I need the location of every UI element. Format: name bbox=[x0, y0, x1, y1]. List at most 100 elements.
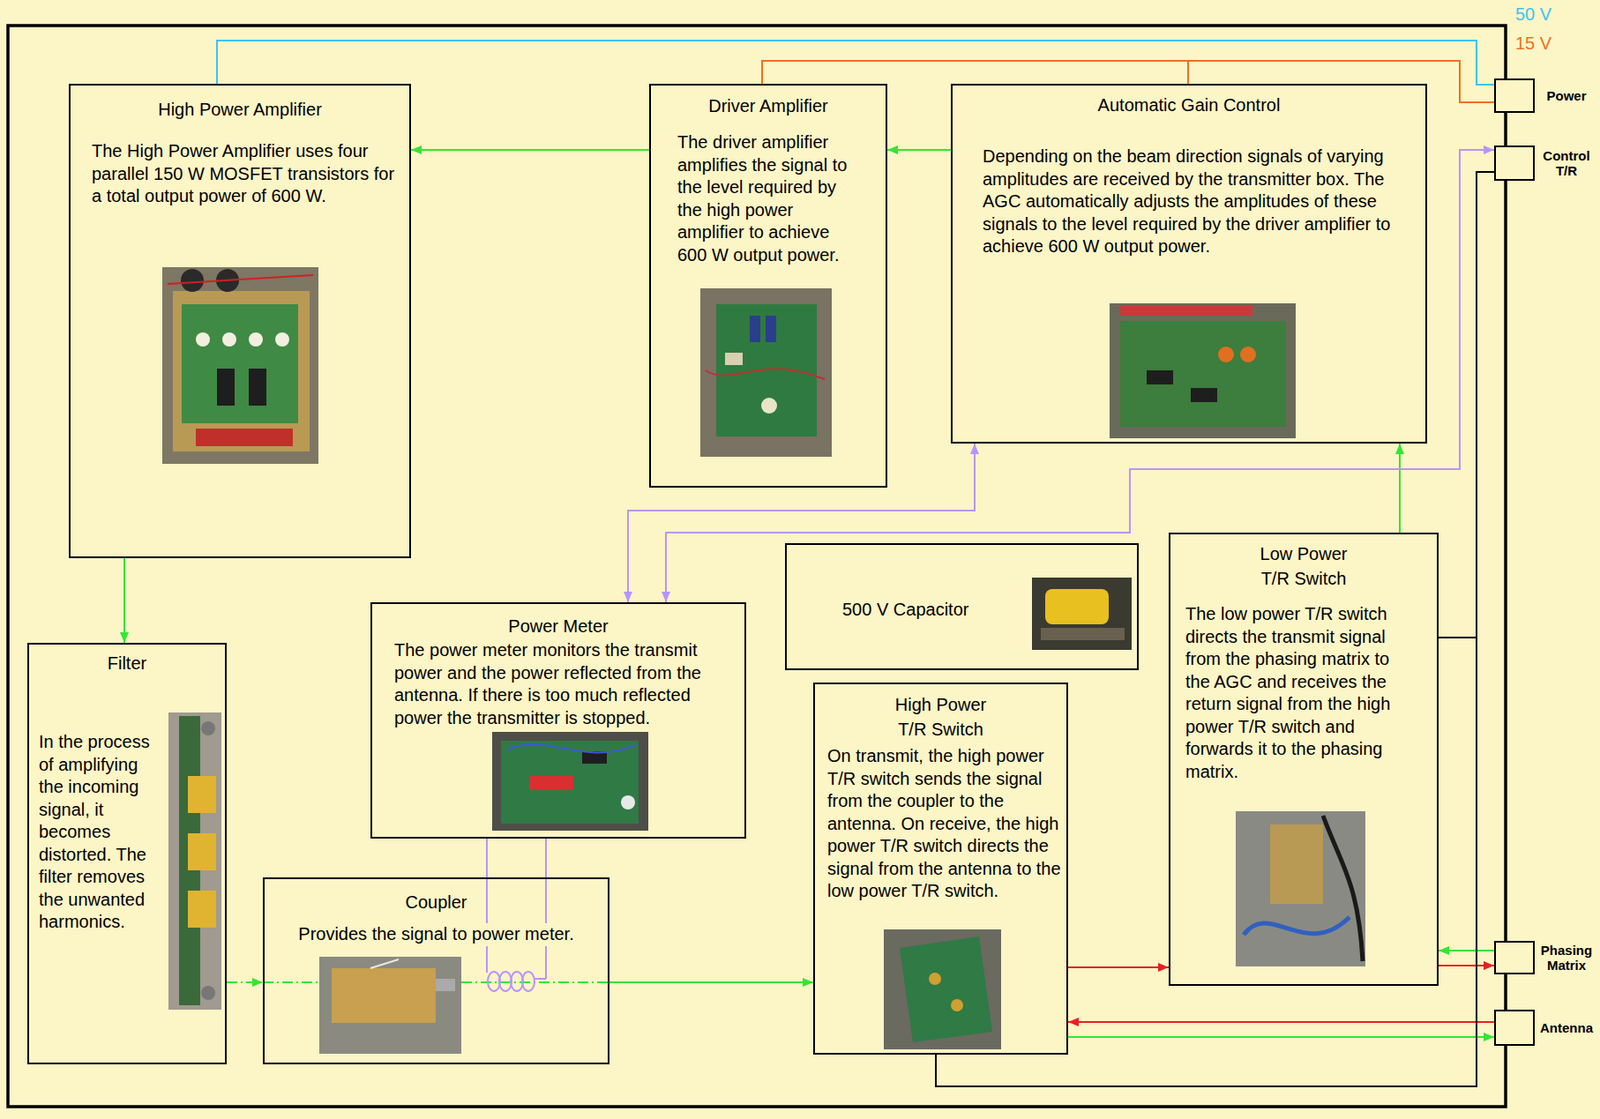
port-label: Phasing Matrix bbox=[1538, 942, 1595, 973]
lp-switch-photo bbox=[1235, 811, 1366, 967]
circuit-board bbox=[1120, 321, 1286, 427]
signal-path bbox=[262, 981, 320, 984]
coil bbox=[187, 776, 217, 814]
circuit-board bbox=[899, 936, 993, 1043]
component bbox=[928, 972, 942, 986]
circuit-board bbox=[181, 304, 299, 424]
signal-connector bbox=[609, 981, 814, 984]
signal-connector bbox=[485, 838, 488, 878]
connector-port: Control T/R bbox=[1494, 145, 1535, 181]
capacitor bbox=[765, 315, 777, 343]
module-title: Driver Amplifier bbox=[650, 95, 886, 119]
pickup-coil bbox=[487, 971, 501, 992]
connector bbox=[201, 721, 216, 736]
signal-connector bbox=[1438, 171, 1495, 638]
coil bbox=[187, 890, 217, 928]
port-label: Control T/R bbox=[1538, 148, 1595, 179]
heatsink-label bbox=[195, 428, 293, 447]
module-title: Coupler bbox=[264, 891, 608, 915]
pickup-coil bbox=[499, 971, 512, 992]
connector-port: Antenna bbox=[1494, 1009, 1535, 1047]
photo-ground bbox=[700, 288, 832, 457]
component bbox=[725, 352, 743, 366]
component-label: 500 V Capacitor bbox=[842, 598, 969, 622]
module-title: High Power Amplifier bbox=[70, 98, 410, 122]
connector bbox=[201, 986, 216, 1001]
module-box: CouplerProvides the signal to power mete… bbox=[262, 877, 610, 1065]
signal-connector bbox=[226, 981, 263, 984]
wire bbox=[507, 744, 636, 753]
signal-connector bbox=[628, 443, 975, 603]
power-meter-photo bbox=[492, 732, 649, 831]
signal-connector bbox=[1068, 1036, 1495, 1039]
voltage-label: 15 V bbox=[1515, 32, 1552, 54]
chip bbox=[1190, 388, 1218, 403]
pickup-wire bbox=[534, 978, 546, 980]
pickup-wire bbox=[545, 838, 547, 980]
wire bbox=[705, 368, 825, 380]
photo-ground bbox=[1109, 303, 1296, 439]
transformer bbox=[248, 368, 267, 406]
terminal-strip bbox=[1040, 628, 1125, 641]
capacitor bbox=[180, 269, 204, 292]
connector-row bbox=[1120, 305, 1253, 316]
component bbox=[950, 999, 964, 1012]
signal-connector bbox=[411, 149, 650, 151]
signal-connector bbox=[123, 558, 126, 643]
module-description: The low power T/R switch directs the tra… bbox=[1185, 603, 1417, 784]
signal-connector bbox=[935, 171, 1495, 1087]
module-title: High Power T/R Switch bbox=[885, 692, 996, 742]
signal-path bbox=[461, 981, 610, 984]
signal-connector bbox=[1438, 964, 1495, 967]
chip bbox=[1146, 370, 1174, 385]
module-title: Filter bbox=[29, 652, 225, 676]
module-title: Power Meter bbox=[372, 615, 745, 639]
module-description: Depending on the beam direction signals … bbox=[982, 145, 1398, 259]
module-box: Driver AmplifierThe driver amplifier amp… bbox=[649, 83, 888, 488]
signal-connector bbox=[1438, 949, 1495, 952]
capacitor bbox=[275, 332, 290, 347]
module-box: Low Power T/R SwitchThe low power T/R sw… bbox=[1168, 532, 1439, 987]
connector bbox=[435, 979, 456, 992]
capacitor-photo bbox=[1031, 577, 1132, 651]
enclosure bbox=[172, 291, 310, 452]
signal-connector bbox=[1398, 443, 1401, 533]
photo-ground bbox=[168, 712, 222, 1010]
photo-ground bbox=[883, 929, 1002, 1050]
housing-outline bbox=[7, 25, 1506, 1107]
signal-connector bbox=[216, 40, 1495, 85]
hp-switch-photo bbox=[883, 929, 1002, 1050]
coil bbox=[187, 833, 217, 871]
capacitor bbox=[195, 332, 210, 347]
module-box: Power MeterThe power meter monitors the … bbox=[370, 602, 747, 839]
connector-port: Power bbox=[1494, 78, 1535, 113]
connector bbox=[620, 795, 636, 810]
cable bbox=[1323, 815, 1363, 962]
filter-photo bbox=[168, 712, 222, 1010]
transformer bbox=[216, 368, 235, 406]
port-label: Antenna bbox=[1538, 1020, 1595, 1036]
capacitor bbox=[1240, 346, 1257, 363]
capacitor bbox=[749, 315, 761, 343]
port-label: Power bbox=[1538, 88, 1595, 104]
module-box: Automatic Gain ControlDepending on the b… bbox=[950, 83, 1428, 444]
cable bbox=[1243, 917, 1350, 935]
agc-photo bbox=[1109, 303, 1296, 439]
module-title: Automatic Gain Control bbox=[952, 94, 1426, 118]
amplifier-photo bbox=[162, 267, 319, 464]
coupler-photo bbox=[319, 957, 462, 1055]
module-box: High Power T/R SwitchOn transmit, the hi… bbox=[813, 682, 1069, 1055]
module-description: Provides the signal to power meter. bbox=[295, 923, 576, 947]
capacitor-body bbox=[1045, 589, 1109, 625]
component-box: 500 V Capacitor bbox=[785, 543, 1139, 671]
voltage-label: 50 V bbox=[1515, 3, 1552, 25]
module-description: In the process of amplifying the incomin… bbox=[38, 731, 165, 935]
signal-connector bbox=[1068, 966, 1169, 969]
wire bbox=[370, 959, 399, 969]
pickup-coil bbox=[510, 971, 524, 992]
photo-ground bbox=[162, 267, 319, 464]
module-description: The High Power Amplifier uses four paral… bbox=[91, 140, 397, 209]
capacitor bbox=[1218, 346, 1234, 363]
display bbox=[529, 776, 574, 791]
